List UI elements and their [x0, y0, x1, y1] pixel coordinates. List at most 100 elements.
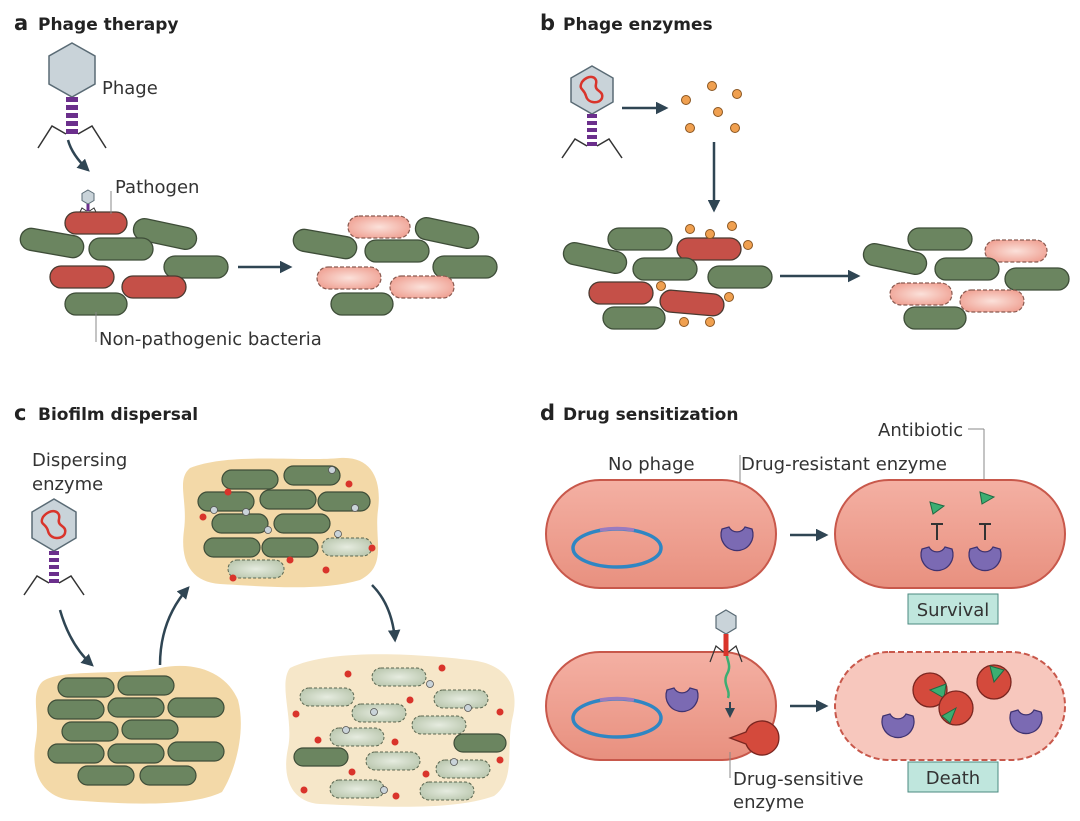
cycle-arrow-up	[158, 586, 190, 666]
dispersed-cell	[299, 687, 355, 707]
panel-c: c Biofilm dispersal Dispersing enzyme	[14, 401, 515, 807]
cell-death	[834, 651, 1066, 761]
bacterium-cell	[707, 265, 773, 289]
small-phage-icon	[450, 758, 458, 766]
small-phage-icon	[78, 189, 98, 215]
bacterium-cell	[293, 747, 349, 767]
dispersed-cell	[329, 727, 385, 747]
bacterium-cell	[261, 537, 319, 558]
bacterium-cell	[88, 237, 154, 261]
pathogen-cell	[659, 289, 725, 317]
enzyme-dot	[224, 488, 232, 496]
enzyme-dot	[685, 123, 695, 133]
drug-resistant-enzyme-icon	[720, 526, 754, 552]
bacterium-cell	[167, 697, 225, 718]
bacteria-group-before	[19, 211, 229, 316]
enzyme-dot	[496, 708, 504, 716]
enzyme-dot	[681, 95, 691, 105]
bacterium-cell	[273, 513, 331, 534]
bacterium-cell	[203, 537, 261, 558]
drug-sensitive-enzyme-icon	[912, 672, 948, 708]
inhibition-line	[931, 523, 943, 540]
dispersed-cell	[365, 751, 421, 771]
bacterium-cell	[903, 306, 967, 330]
panel-d-letter: d	[540, 401, 555, 425]
infect-arrow	[66, 139, 90, 172]
dispersing-label-line1: Dispersing	[32, 450, 127, 471]
bacteria-group-enzymes-after	[862, 227, 1070, 330]
panel-b-letter: b	[540, 11, 555, 35]
cell-phage	[545, 647, 780, 761]
dispersed-cell	[371, 667, 427, 687]
cell-body	[545, 651, 777, 761]
bacterium-cell	[139, 765, 197, 786]
bacterium-cell	[283, 465, 341, 486]
death-box	[907, 761, 999, 793]
bacterium-cell	[602, 306, 666, 330]
bacterium-cell	[607, 227, 673, 251]
small-phage-icon	[210, 506, 218, 514]
bacterium-cell	[292, 228, 358, 260]
enzyme-dot	[707, 81, 717, 91]
bacterium-cell	[364, 239, 430, 263]
drug-sensitive-enzyme-icon	[728, 720, 780, 756]
bacterium-cell	[211, 513, 269, 534]
pathogen-label: Pathogen	[115, 177, 199, 198]
enzyme-dot	[348, 768, 356, 776]
bacteria-group-enzymes	[562, 227, 773, 330]
drug-resistant-enzyme-icon	[920, 546, 954, 572]
panel-b: b Phage enzymes	[540, 11, 1070, 330]
panel-a-title: Phage therapy	[38, 15, 179, 35]
bound-enzymes	[656, 221, 753, 327]
enzyme-dot	[732, 89, 742, 99]
enzyme-dot	[496, 756, 504, 764]
drug-resistant-enzyme-icon	[665, 687, 699, 713]
pathogen-cell	[121, 275, 187, 299]
dispersed-cell	[435, 759, 491, 779]
enzyme-dot	[300, 786, 308, 794]
enzyme-dot	[727, 221, 737, 231]
survival-box	[907, 593, 999, 625]
drug-sensitive-enzyme-icon	[976, 664, 1012, 700]
enzyme-dot	[322, 566, 330, 574]
bacterium-cell	[632, 257, 698, 281]
bacterium-cell	[163, 255, 229, 279]
bacterium-cell	[61, 721, 119, 742]
enzyme-dot	[438, 664, 446, 672]
enzyme-dot	[292, 710, 300, 718]
phage-label: Phage	[102, 78, 158, 99]
enzyme-dot	[314, 736, 322, 744]
bacterium-cell	[77, 765, 135, 786]
bacteria-group-after	[292, 215, 498, 316]
panel-d: d Drug sensitization No phage Drug-resis…	[540, 401, 1066, 813]
bacterium-cell	[57, 677, 115, 698]
small-phage-icon	[342, 726, 350, 734]
lysed-cell	[959, 289, 1025, 313]
lysed-cell	[347, 215, 411, 239]
lysed-cell	[889, 282, 953, 306]
bacterium-cell	[562, 241, 628, 275]
lysed-cell	[316, 266, 382, 290]
bacterium-cell	[453, 733, 507, 753]
dispersing-label-line2: enzyme	[32, 474, 103, 495]
drug-resistant-enzyme-icon	[1009, 709, 1043, 735]
bacterium-cell	[414, 216, 480, 250]
enzyme-dot	[406, 696, 414, 704]
biofilm-intact	[34, 665, 241, 804]
enzyme-dot	[713, 107, 723, 117]
dispersed-cell	[433, 689, 489, 709]
cell-body	[545, 479, 777, 589]
bacterium-cell	[64, 292, 128, 316]
cycle-arrow-right	[371, 584, 401, 643]
panel-b-title: Phage enzymes	[563, 15, 713, 35]
panel-c-letter: c	[14, 401, 26, 425]
panel-a: a Phage therapy Phage	[14, 11, 498, 350]
dispersed-cell	[411, 715, 467, 735]
cycle-arrow-down	[58, 609, 94, 667]
bacterium-cell	[1004, 267, 1070, 291]
bacterium-cell	[862, 242, 928, 276]
no-phage-label: No phage	[608, 454, 695, 475]
cell-body	[834, 479, 1066, 589]
plasmid-gene	[599, 696, 635, 702]
